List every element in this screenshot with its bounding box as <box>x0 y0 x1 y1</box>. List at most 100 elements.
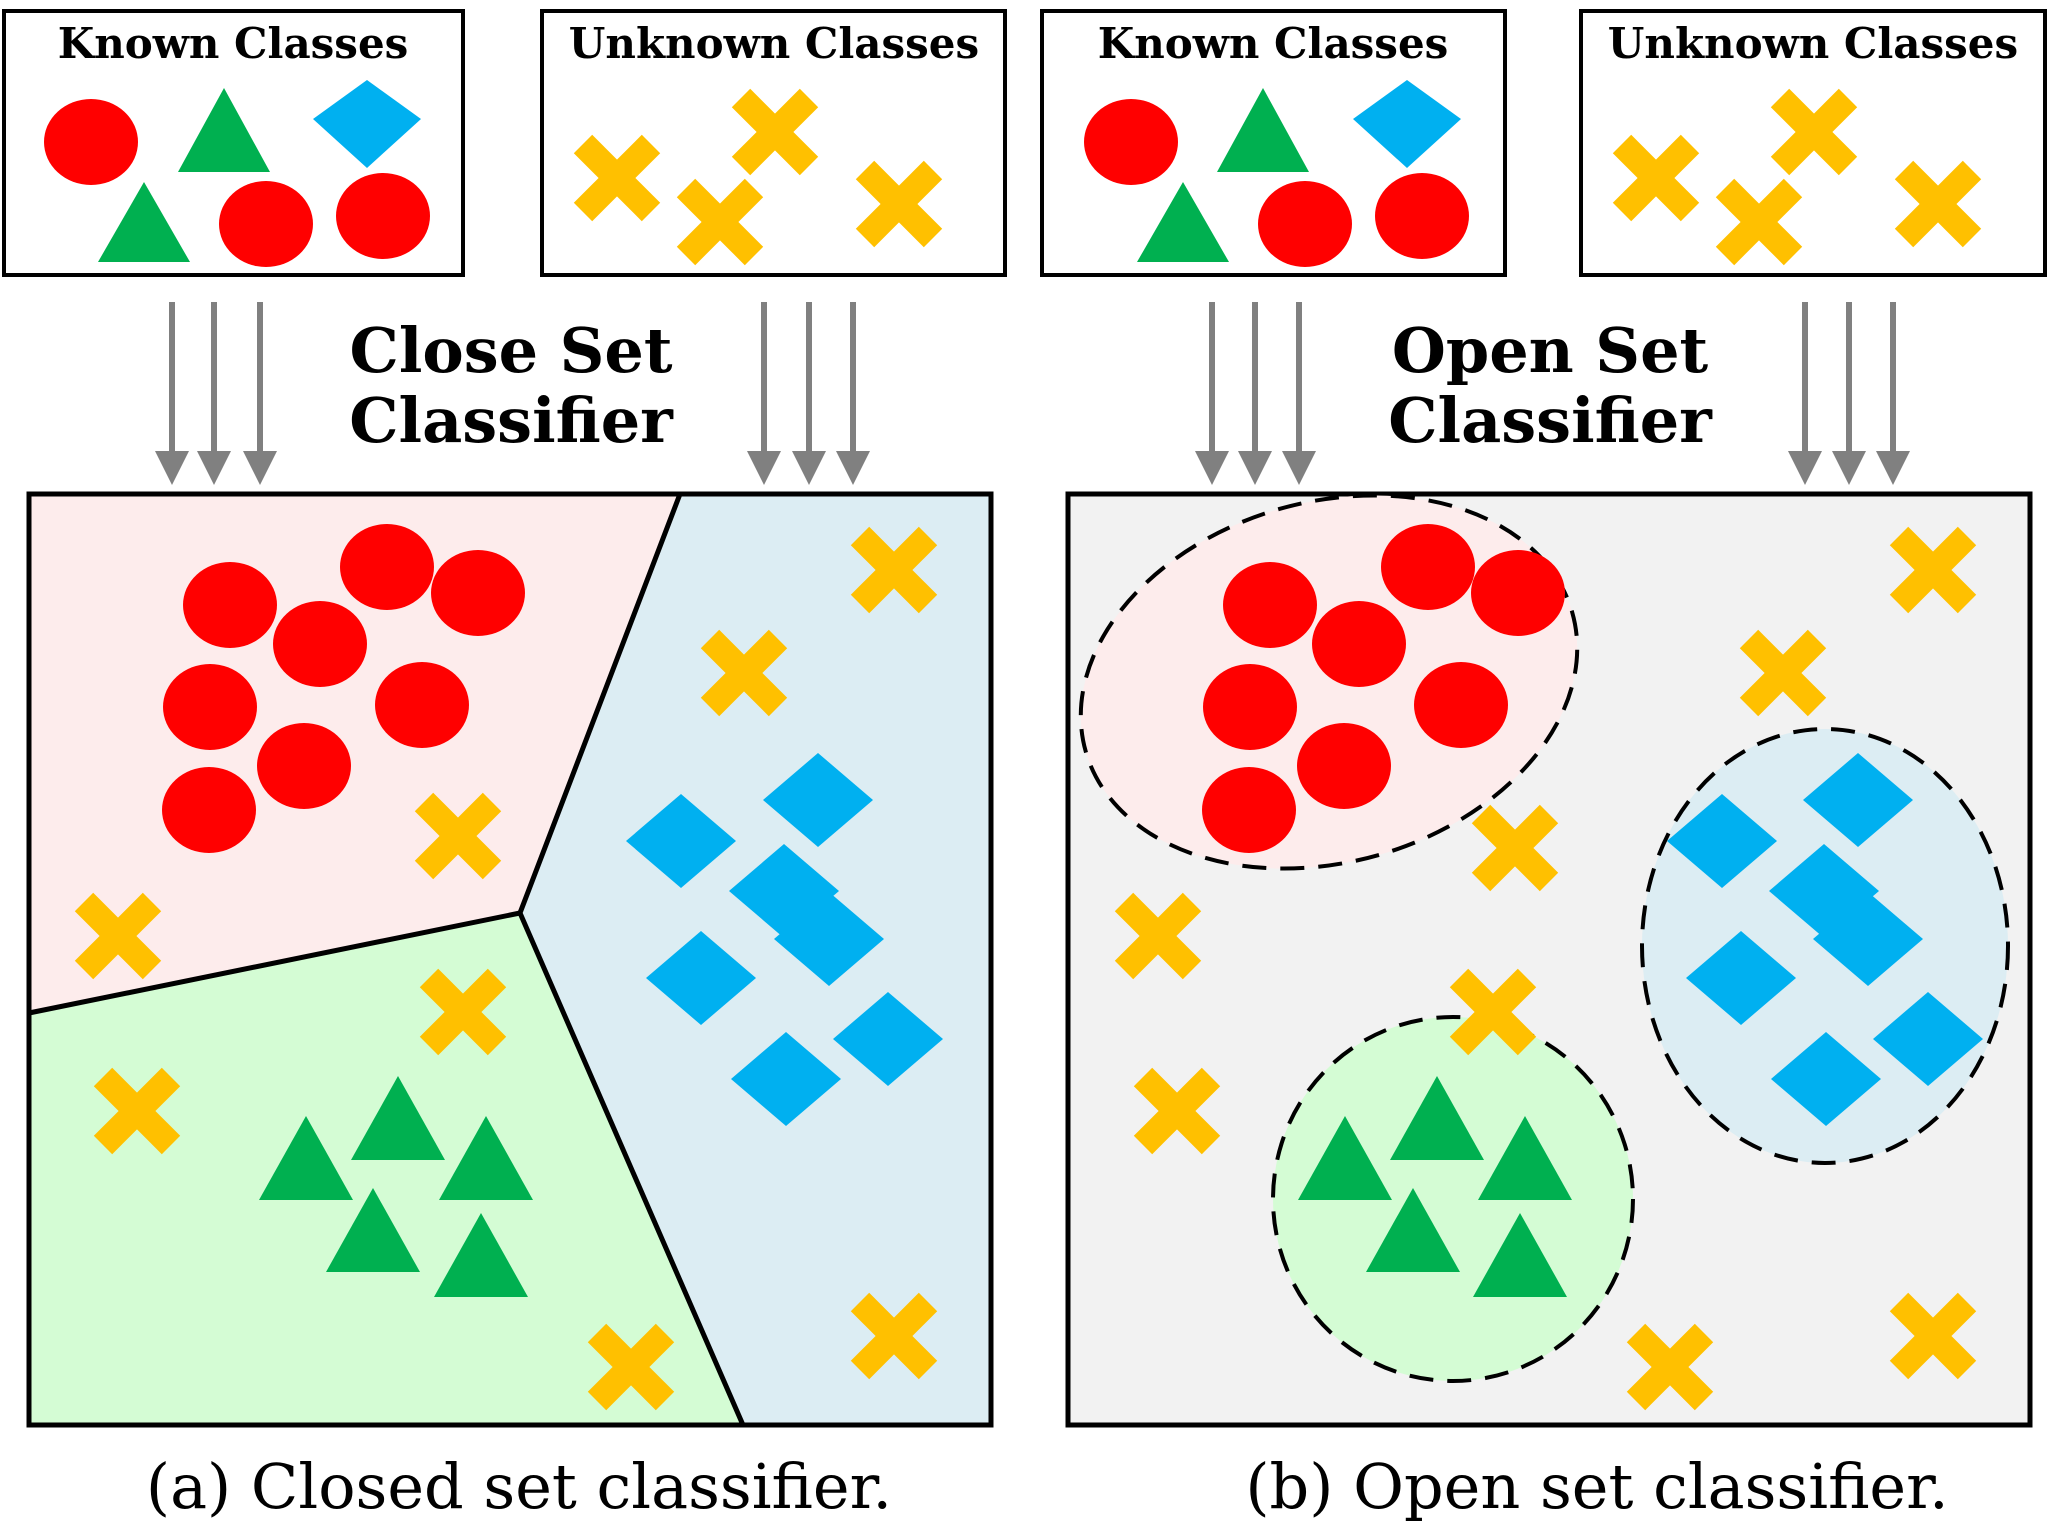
circle-shape <box>1223 562 1317 648</box>
diamond-shape <box>1353 80 1461 168</box>
circle-shape <box>1471 550 1565 636</box>
region-triangle-class <box>29 913 743 1425</box>
unknown-cross-shape <box>1133 1067 1221 1155</box>
arrows-known-to-open <box>1195 302 1316 485</box>
triangle-shape <box>1390 1076 1484 1160</box>
triangle-shape <box>1366 1188 1460 1272</box>
classifier-label-a-line2: Classifier <box>349 384 674 457</box>
unknown-cross-shape <box>850 526 938 614</box>
arrow <box>836 302 870 485</box>
unknown-cross-shape <box>419 968 507 1056</box>
unknown-cross-shape <box>731 88 819 176</box>
closed-circles <box>162 524 525 853</box>
circle-shape <box>1381 524 1475 610</box>
arrows-unknown-to-closed <box>747 302 870 485</box>
arrow <box>747 302 781 485</box>
unknown-cross-shape <box>573 134 661 222</box>
circle-shape <box>336 173 430 259</box>
unknown-cross-shape <box>676 178 764 266</box>
unknown-cross-shape <box>414 792 502 880</box>
closed-unknown-crosses <box>74 526 938 1411</box>
arrow <box>1788 302 1822 485</box>
triangle-shape <box>1298 1116 1392 1200</box>
circle-shape <box>163 664 257 750</box>
unknown-cross-shape <box>1449 968 1537 1056</box>
diamond-shape <box>1667 794 1777 888</box>
triangle-shape <box>259 1116 353 1200</box>
circle-shape <box>1084 99 1178 185</box>
unknown-cross-shape <box>587 1323 675 1411</box>
circle-shape <box>1414 662 1508 748</box>
unknown-classes-box-b: Unknown Classes <box>1579 9 2047 277</box>
circle-shape <box>1297 723 1391 809</box>
diamond-shape <box>1873 992 1983 1086</box>
triangle-shape <box>434 1213 528 1297</box>
decision-boundary <box>28 910 521 1016</box>
unknown-cross-shape <box>1889 526 1977 614</box>
triangle-shape <box>439 1116 533 1200</box>
triangle-shape <box>1478 1116 1572 1200</box>
triangle-shape <box>1217 88 1309 172</box>
circle-shape <box>1258 181 1352 267</box>
circle-shape <box>1312 601 1406 687</box>
known-classes-box-a: Known Classes <box>2 9 465 277</box>
panel-closed-set: Known Classes Unknown Classes Close Set … <box>2 9 1007 1523</box>
open-unknown-crosses <box>1114 526 1977 1411</box>
triangle-shape <box>178 88 270 172</box>
unknown-cross-shape <box>93 1067 181 1155</box>
unknown-cross-shape <box>1894 160 1982 248</box>
circle-shape <box>183 562 277 648</box>
unknown-cross-shape <box>1612 134 1700 222</box>
diamond-shape <box>1813 892 1923 986</box>
unknown-cross-shape <box>1626 1323 1714 1411</box>
unknown-cross-shape <box>1471 804 1559 892</box>
unknown-cross-shape <box>74 892 162 980</box>
circle-shape <box>1202 767 1296 853</box>
unknown-crosses-a <box>573 88 943 266</box>
triangle-shape <box>1137 182 1229 262</box>
closed-diamonds <box>626 753 943 1126</box>
circle-shape <box>162 767 256 853</box>
classifier-label-b-line1: Open Set <box>1392 314 1709 387</box>
arrow <box>792 302 826 485</box>
arrow <box>243 302 277 485</box>
triangle-shape <box>351 1076 445 1160</box>
diamond-shape <box>646 931 756 1025</box>
unknown-cross-shape <box>850 1292 938 1380</box>
diamond-shape <box>763 753 873 847</box>
known-classes-label-a: Known Classes <box>58 19 409 68</box>
caption-b: (b) Open set classifier. <box>1245 1450 1948 1523</box>
unknown-classes-label-a: Unknown Classes <box>569 19 979 68</box>
triangle-shape <box>98 182 190 262</box>
diamond-shape <box>313 80 421 168</box>
known-classes-box-b: Known Classes <box>1040 9 1507 277</box>
known-shapes-b <box>1084 80 1469 267</box>
circle-shape <box>340 524 434 610</box>
arrow <box>1238 302 1272 485</box>
classifier-label-b-line2: Classifier <box>1388 384 1713 457</box>
arrow <box>1832 302 1866 485</box>
known-classes-label-b: Known Classes <box>1098 19 1449 68</box>
arrow <box>155 302 189 485</box>
open-set-feature-space <box>1065 491 2033 1428</box>
arrow <box>1876 302 1910 485</box>
unknown-cross-shape <box>1114 892 1202 980</box>
circle-shape <box>431 550 525 636</box>
diamond-shape <box>833 992 943 1086</box>
open-circles <box>1202 524 1565 853</box>
arrow <box>197 302 231 485</box>
diamond-shape <box>626 794 736 888</box>
arrow <box>1195 302 1229 485</box>
unknown-classes-box-a: Unknown Classes <box>540 9 1007 277</box>
unknown-cross-shape <box>1770 88 1858 176</box>
circle-shape <box>44 99 138 185</box>
triangle-shape <box>326 1188 420 1272</box>
circle-shape <box>257 723 351 809</box>
circle-shape <box>1375 173 1469 259</box>
open-diamonds <box>1667 753 1983 1126</box>
unknown-cross-shape <box>700 629 788 717</box>
known-shapes-a <box>44 80 430 267</box>
circle-shape <box>273 601 367 687</box>
diamond-shape <box>774 892 884 986</box>
